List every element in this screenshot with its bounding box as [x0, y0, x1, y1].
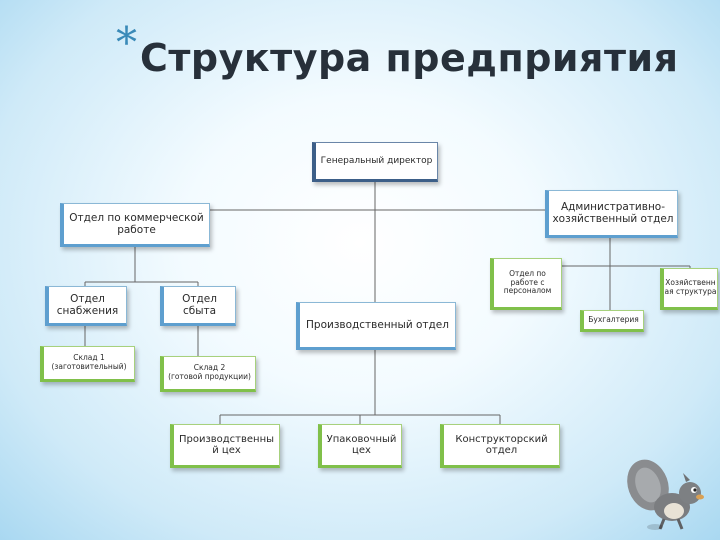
- sales-dept-label: Отдел сбыта: [182, 292, 217, 317]
- packaging-shop-box[interactable]: Упаковочный цех: [318, 424, 402, 468]
- general-director-label: Генеральный директор: [320, 155, 433, 166]
- production-shop-box[interactable]: Производственны й цех: [170, 424, 280, 468]
- accounting-label: Бухгалтерия: [588, 314, 639, 324]
- supply-dept-box[interactable]: Отдел снабжения: [45, 286, 127, 326]
- warehouse-2-label: Склад 2 (готовой продукции): [168, 363, 251, 381]
- title-marker: *: [116, 18, 137, 67]
- admin-dept-box[interactable]: Административно- хозяйственный отдел: [545, 190, 678, 238]
- packaging-shop-label: Упаковочный цех: [326, 433, 397, 457]
- design-dept-label: Конструкторский отдел: [455, 433, 548, 457]
- hr-dept-label: Отдел по работе с персоналом: [503, 269, 552, 296]
- warehouse-1-label: Склад 1 (заготовительный): [51, 353, 127, 371]
- commercial-dept-label: Отдел по коммерческой работе: [69, 211, 204, 236]
- production-dept-box[interactable]: Производственный отдел: [296, 302, 456, 350]
- admin-dept-label: Административно- хозяйственный отдел: [552, 200, 674, 225]
- page-title: Структура предприятия: [140, 36, 679, 80]
- design-dept-box[interactable]: Конструкторский отдел: [440, 424, 560, 468]
- hr-dept-box[interactable]: Отдел по работе с персоналом: [490, 258, 562, 310]
- household-structure-label: Хозяйственн ая структура: [664, 278, 717, 296]
- supply-dept-label: Отдел снабжения: [56, 292, 119, 317]
- production-shop-label: Производственны й цех: [178, 433, 275, 457]
- accounting-box[interactable]: Бухгалтерия: [580, 310, 644, 332]
- household-structure-box[interactable]: Хозяйственн ая структура: [660, 268, 718, 310]
- squirrel-illustration: [627, 459, 704, 530]
- general-director-box[interactable]: Генеральный директор: [312, 142, 438, 182]
- warehouse-1-box[interactable]: Склад 1 (заготовительный): [40, 346, 135, 382]
- commercial-dept-box[interactable]: Отдел по коммерческой работе: [60, 203, 210, 247]
- warehouse-2-box[interactable]: Склад 2 (готовой продукции): [160, 356, 256, 392]
- sales-dept-box[interactable]: Отдел сбыта: [160, 286, 236, 326]
- production-dept-label: Производственный отдел: [306, 318, 449, 331]
